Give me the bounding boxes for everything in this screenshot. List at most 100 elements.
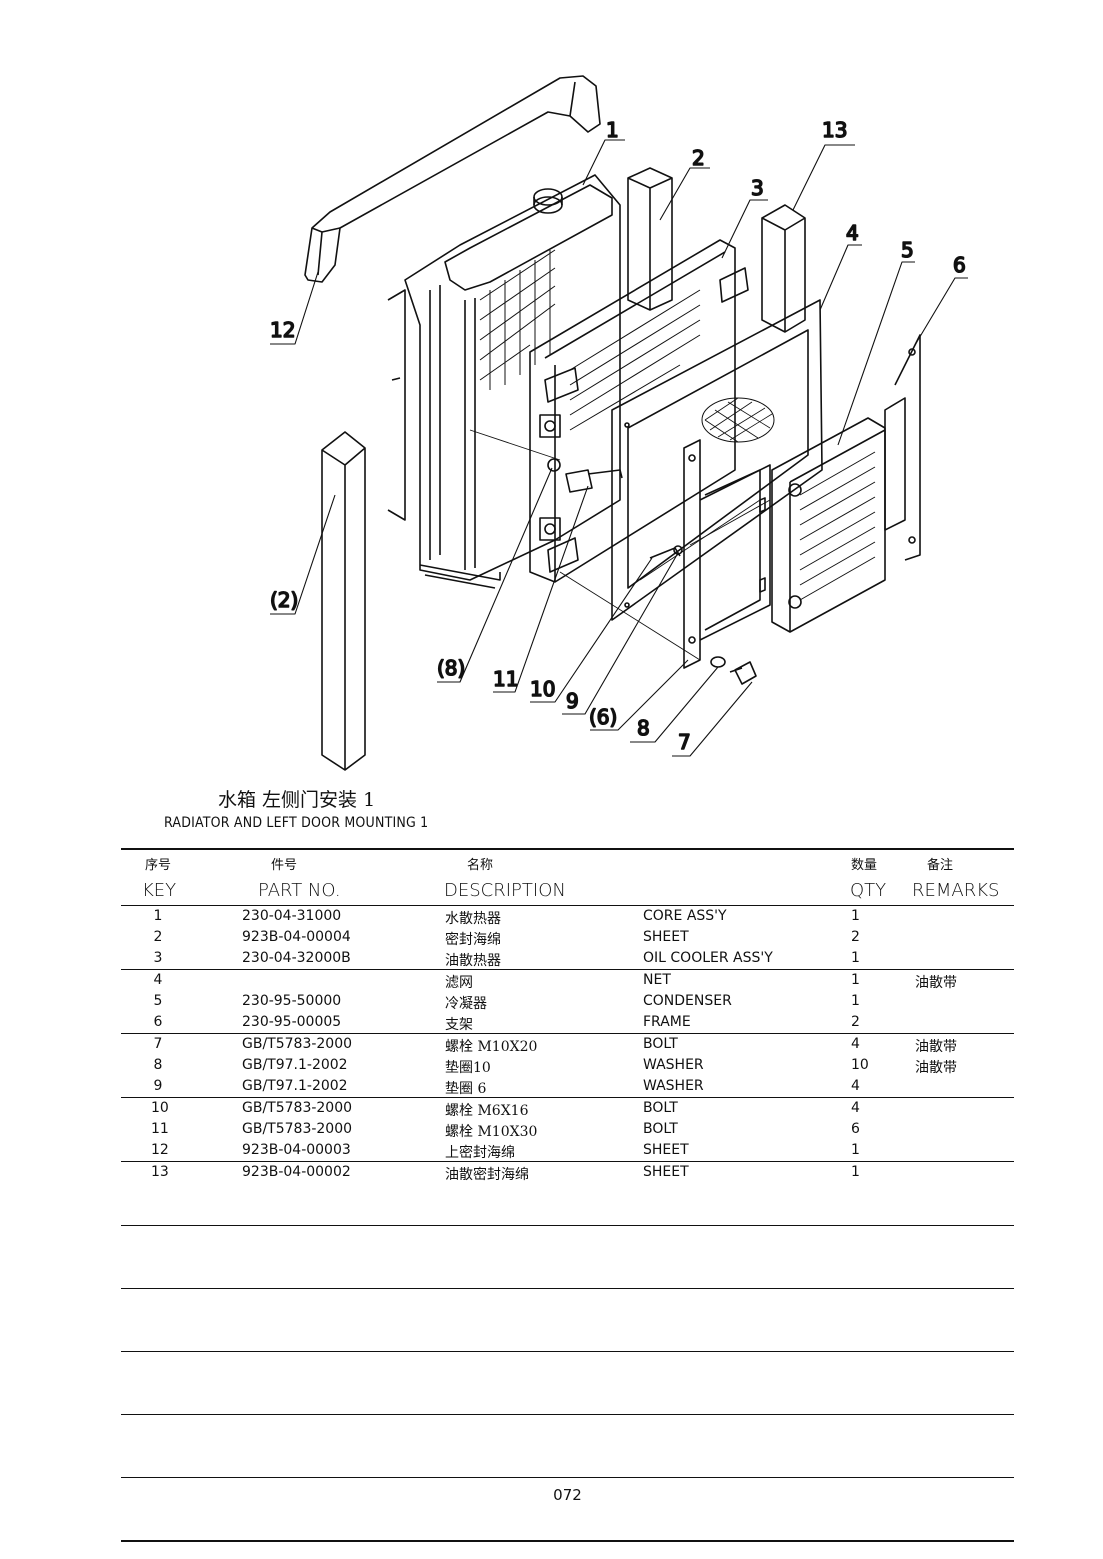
callout-4: 4 (846, 221, 859, 245)
part-6-frame-right (884, 334, 921, 561)
cell-qty: 1 (851, 993, 860, 1009)
callout-8-paren: (8) (437, 656, 465, 680)
cell-qty: 6 (851, 1121, 860, 1137)
fasteners (649, 545, 757, 685)
cell-key: 13 (151, 1164, 169, 1180)
cell-key: 12 (151, 1142, 169, 1158)
part-13-sheet (761, 204, 806, 333)
callout-13: 13 (822, 118, 847, 142)
blank-row (121, 1289, 1014, 1352)
cell-part: GB/T97.1-2002 (242, 1057, 348, 1073)
cell-part: 923B-04-00003 (242, 1142, 351, 1158)
header-remarks-zh: 备注 (927, 858, 954, 873)
cell-qty: 1 (851, 950, 860, 966)
callout-6: 6 (953, 253, 966, 277)
cell-zh: 密封海绵 (445, 932, 501, 948)
cell-qty: 1 (851, 908, 860, 924)
cell-qty: 1 (851, 1164, 860, 1180)
cell-qty: 4 (851, 1100, 860, 1116)
cell-key: 9 (153, 1078, 163, 1094)
cell-qty: 2 (851, 1014, 860, 1030)
cell-key: 10 (151, 1100, 169, 1116)
header-key: KEY (142, 880, 177, 901)
callout-6-paren: (6) (589, 705, 617, 729)
cell-qty: 1 (851, 1142, 860, 1158)
cell-en: BOLT (643, 1121, 678, 1137)
table-row: 11 GB/T5783-2000 螺栓 M10X30 BOLT 6 (121, 1119, 1014, 1140)
cell-zh: 油散密封海绵 (445, 1167, 529, 1183)
title-english: RADIATOR AND LEFT DOOR MOUNTING 1 (164, 815, 429, 831)
page-number: 072 (553, 1486, 582, 1504)
table-header: 序号 件号 名称 数量 备注 KEY PART NO. DESCRIPTION … (121, 848, 1014, 906)
title-chinese: 水箱 左侧门安装 1 (218, 789, 376, 811)
cell-part: 230-04-31000 (242, 908, 342, 924)
cell-zh: 垫圈10 (445, 1060, 491, 1076)
header-qty: QTY (850, 880, 887, 901)
callout-3: 3 (751, 176, 764, 200)
cell-zh: 垫圈 6 (445, 1081, 487, 1097)
cell-key: 11 (151, 1121, 169, 1137)
part-1-radiator (387, 174, 621, 589)
cell-zh: 上密封海绵 (445, 1145, 515, 1161)
part-3-oil-cooler (529, 239, 749, 583)
header-key-zh: 序号 (145, 858, 172, 873)
cell-key: 1 (153, 908, 163, 924)
cell-zh: 螺栓 M10X30 (445, 1124, 538, 1140)
cell-rem: 油散带 (915, 1060, 957, 1076)
part-2-sheet (627, 167, 673, 311)
cell-part: 923B-04-00004 (242, 929, 351, 945)
blank-row (121, 1352, 1014, 1415)
callout-8: 8 (637, 716, 650, 740)
part-4-net (611, 299, 823, 621)
callout-2-paren: (2) (270, 588, 298, 612)
cell-en: OIL COOLER ASS'Y (643, 950, 773, 966)
cell-part: 230-04-32000B (242, 950, 351, 966)
cell-key: 8 (153, 1057, 163, 1073)
cell-en: WASHER (643, 1057, 704, 1073)
cell-part: GB/T97.1-2002 (242, 1078, 348, 1094)
cell-key: 5 (153, 993, 163, 1009)
cell-zh: 滤网 (445, 975, 473, 991)
cell-en: SHEET (643, 1142, 689, 1158)
cell-key: 2 (153, 929, 163, 945)
cell-rem: 油散带 (915, 975, 957, 991)
part-12-top-seal (304, 75, 601, 283)
cell-en: FRAME (643, 1014, 691, 1030)
cell-qty: 10 (851, 1057, 869, 1073)
header-desc-zh: 名称 (467, 858, 494, 873)
cell-part: GB/T5783-2000 (242, 1100, 353, 1116)
blank-row (121, 1226, 1014, 1289)
cell-qty: 2 (851, 929, 860, 945)
cell-part: GB/T5783-2000 (242, 1121, 353, 1137)
cell-zh: 螺栓 M6X16 (445, 1103, 529, 1119)
cell-qty: 4 (851, 1036, 860, 1052)
cell-en: NET (643, 972, 671, 988)
table-row: 12 923B-04-00003 上密封海绵 SHEET 1 (121, 1140, 1014, 1161)
cell-zh: 螺栓 M10X20 (445, 1039, 538, 1055)
table-row: 8 GB/T97.1-2002 垫圈10 WASHER 10 油散带 (121, 1055, 1014, 1076)
callout-1: 1 (606, 118, 619, 142)
cell-rem: 油散带 (915, 1039, 957, 1055)
cell-zh: 支架 (445, 1017, 473, 1033)
callout-12: 12 (270, 318, 295, 342)
cell-en: CONDENSER (643, 993, 732, 1009)
blank-row (121, 1478, 1014, 1542)
cell-key: 4 (153, 972, 163, 988)
cell-zh: 水散热器 (445, 911, 501, 927)
cell-part: 230-95-00005 (242, 1014, 342, 1030)
cell-key: 3 (153, 950, 163, 966)
header-qty-zh: 数量 (851, 858, 878, 873)
part-2-sheet-lower (321, 431, 366, 771)
